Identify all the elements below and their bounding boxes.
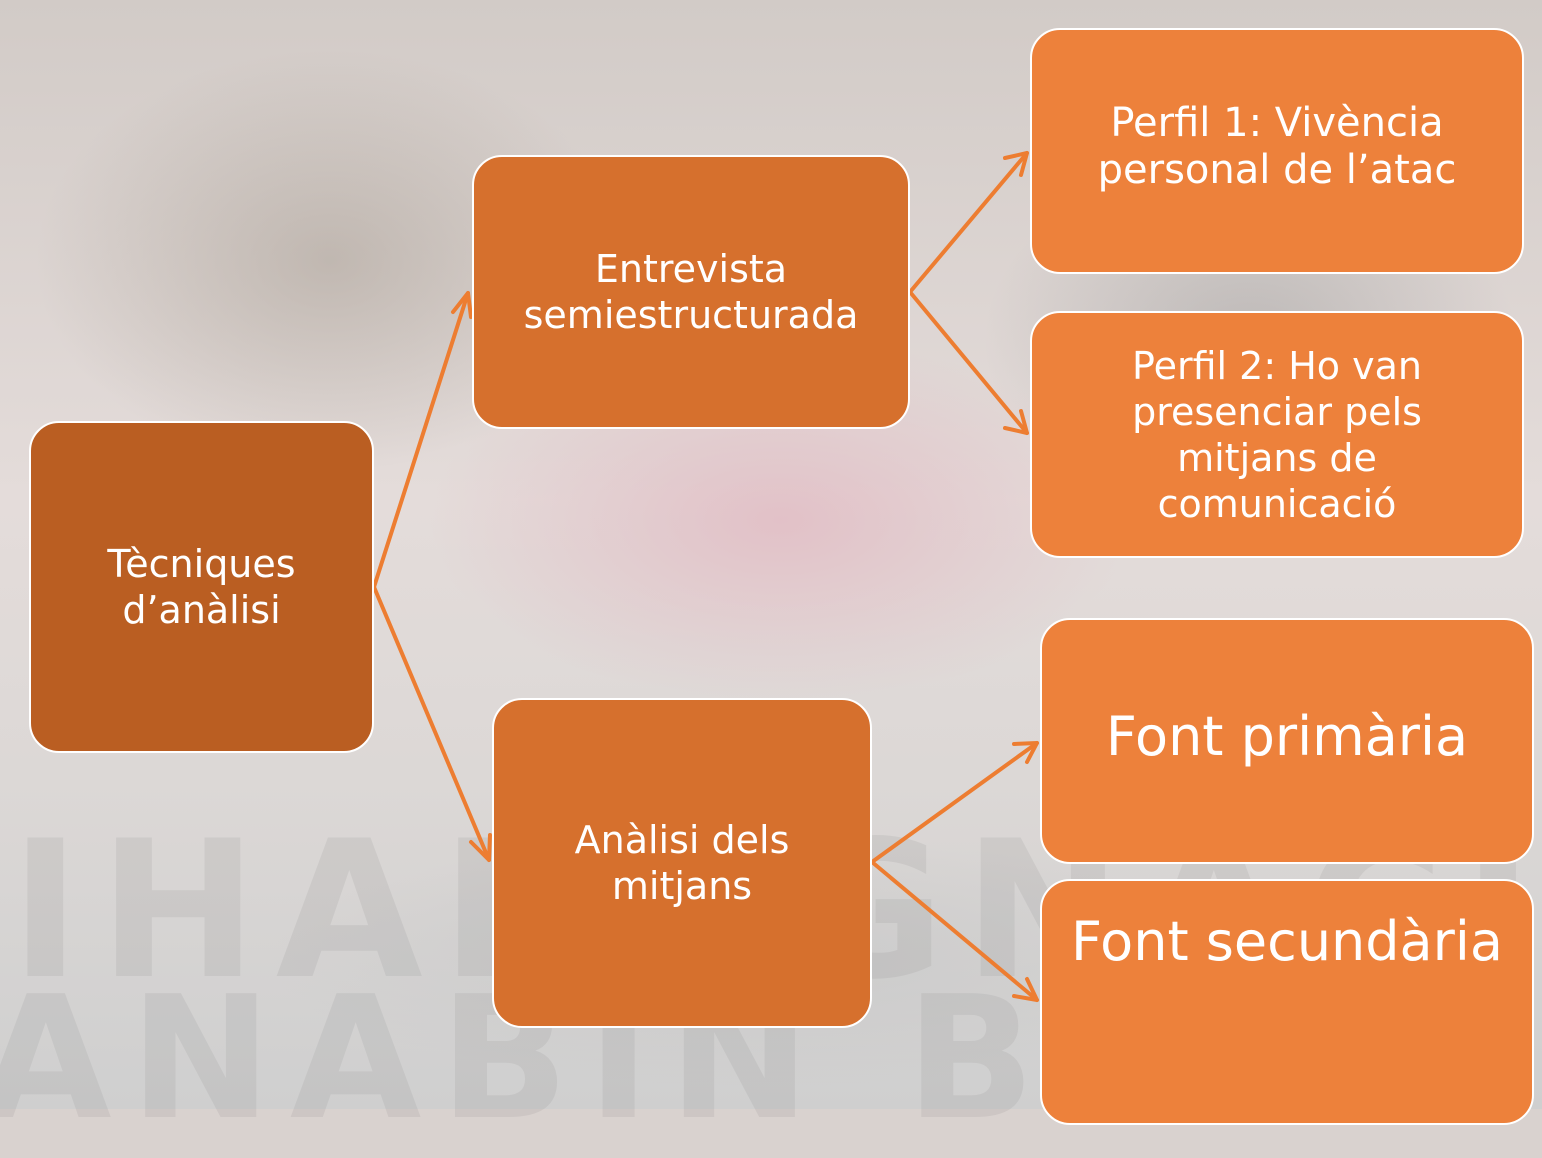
connector-root-to-interview [372, 291, 470, 589]
leaf-node-primary-source: Font primària [1040, 618, 1534, 864]
connector-media-to-secondary [870, 860, 1039, 1002]
leaf-label: Font primària [1105, 705, 1469, 768]
arrowhead [1012, 977, 1039, 1002]
connector-layer [372, 151, 1039, 1002]
leaf-node-profile-2: Perfil 2: Ho van presenciar pels mitjans… [1030, 311, 1524, 558]
arrowhead [1003, 409, 1029, 435]
root-label: Tècniques d’anàlisi [107, 542, 296, 632]
connector-media-to-primary [870, 741, 1039, 864]
branch-label: Anàlisi dels mitjans [574, 818, 790, 908]
branch-node-media-analysis: Anàlisi dels mitjans [492, 698, 872, 1028]
leaf-label: Font secundària [1071, 910, 1503, 973]
leaf-node-secondary-source: Font secundària [1040, 879, 1534, 1125]
arrowhead [469, 833, 492, 862]
leaf-label: Perfil 2: Ho van presenciar pels mitjans… [1132, 343, 1422, 526]
leaf-label: Perfil 1: Vivència personal de l’atac [1097, 100, 1457, 193]
arrowhead [1012, 741, 1039, 764]
branch-node-interview: Entrevista semiestructurada [472, 155, 910, 429]
connector-root-to-media [372, 585, 491, 862]
root-node: Tècniques d’anàlisi [29, 421, 374, 753]
connector-interview-to-profile-2 [908, 290, 1029, 435]
leaf-node-profile-1: Perfil 1: Vivència personal de l’atac [1030, 28, 1524, 274]
arrowhead [1003, 151, 1029, 177]
connector-interview-to-profile-1 [908, 151, 1029, 294]
branch-label: Entrevista semiestructurada [523, 247, 859, 337]
arrowhead [451, 291, 473, 319]
